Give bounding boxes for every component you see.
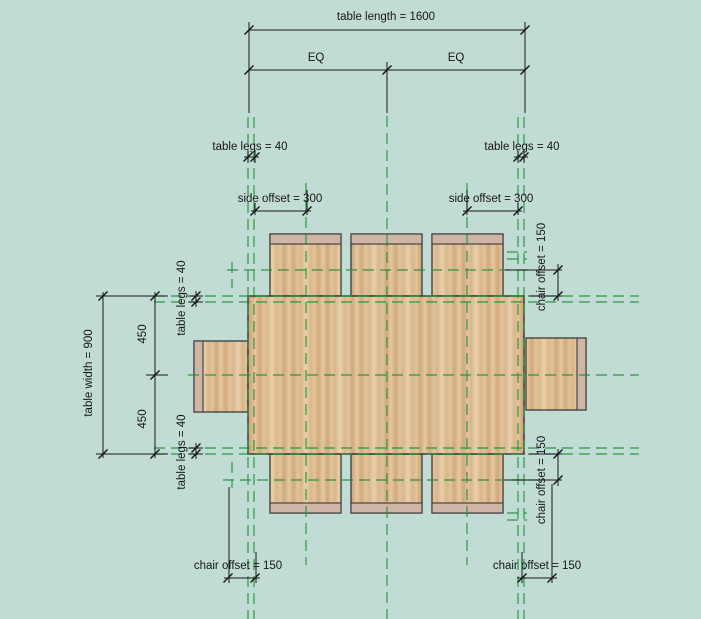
dim-label-chair-offset-bottom-right[interactable]: chair offset = 150: [493, 560, 581, 572]
dim-label-side-offset-left[interactable]: side offset = 300: [238, 193, 323, 205]
tick-mark: [150, 291, 160, 301]
dim-label-table-length[interactable]: table length = 1600: [337, 11, 435, 23]
dim-label-side-offset-right[interactable]: side offset = 300: [449, 193, 534, 205]
dim-label-table-legs-top-right[interactable]: table legs = 40: [484, 141, 559, 153]
tick-mark: [223, 573, 233, 583]
tick-mark: [517, 573, 527, 583]
dim-label-table-legs-left-upper[interactable]: table legs = 40: [176, 260, 188, 335]
tick-mark: [244, 25, 254, 35]
tick-mark: [250, 206, 260, 216]
tick-mark: [150, 370, 160, 380]
tick-mark: [553, 265, 563, 275]
chair-right-backrest[interactable]: [576, 337, 587, 411]
dim-label-chair-offset-right-upper[interactable]: chair offset = 150: [536, 223, 548, 311]
tick-mark: [191, 449, 201, 459]
dim-label-450-lower[interactable]: 450: [137, 409, 149, 428]
chair-right-seat[interactable]: [525, 337, 587, 411]
tick-mark: [513, 206, 523, 216]
dim-label-table-legs-top-left[interactable]: table legs = 40: [212, 141, 287, 153]
dim-label-eq-left[interactable]: EQ: [308, 52, 325, 64]
tick-mark: [382, 65, 392, 75]
tick-mark: [513, 152, 523, 162]
dim-label-chair-offset-right-lower[interactable]: chair offset = 150: [536, 436, 548, 524]
tick-mark: [243, 152, 253, 162]
dim-label-table-width[interactable]: table width = 900: [83, 329, 95, 416]
dim-label-450-upper[interactable]: 450: [137, 324, 149, 343]
tick-mark: [553, 291, 563, 301]
tick-mark: [553, 475, 563, 485]
tick-mark: [302, 206, 312, 216]
tick-mark: [191, 443, 201, 453]
tick-mark: [520, 25, 530, 35]
tick-mark: [520, 65, 530, 75]
tick-mark: [98, 291, 108, 301]
dim-label-eq-right[interactable]: EQ: [448, 52, 465, 64]
tick-mark: [553, 449, 563, 459]
tick-mark: [250, 573, 260, 583]
tick-mark: [191, 297, 201, 307]
tick-mark: [250, 152, 260, 162]
dim-label-chair-offset-bottom-left[interactable]: chair offset = 150: [194, 560, 282, 572]
tick-mark: [150, 449, 160, 459]
dim-label-table-legs-left-lower[interactable]: table legs = 40: [176, 414, 188, 489]
tick-mark: [519, 152, 529, 162]
tick-mark: [191, 291, 201, 301]
tick-mark: [462, 206, 472, 216]
tick-mark: [244, 65, 254, 75]
chair-left-backrest[interactable]: [193, 340, 204, 413]
tick-mark: [547, 573, 557, 583]
tick-mark: [98, 449, 108, 459]
